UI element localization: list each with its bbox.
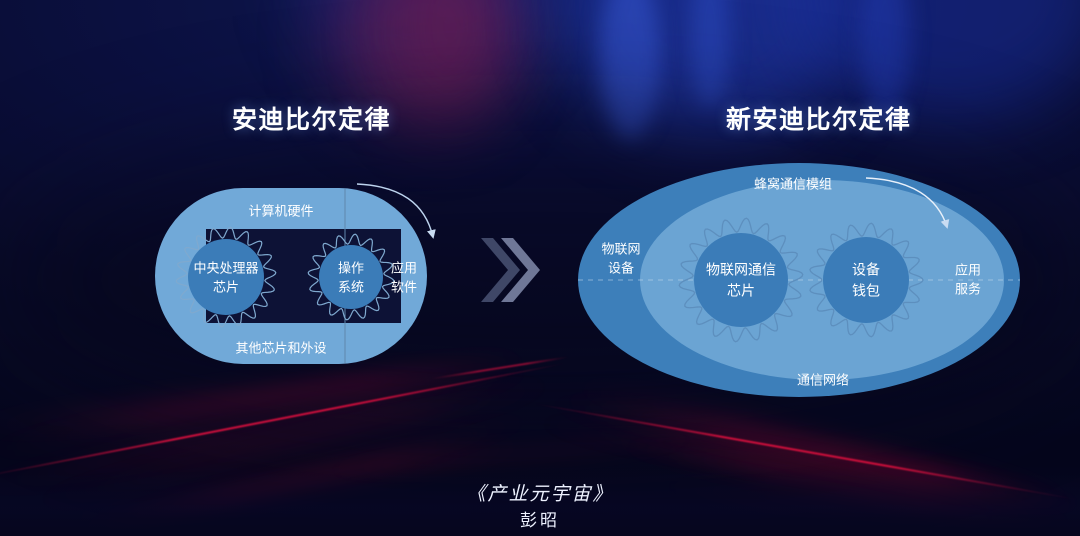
label-cpu-line1: 中央处理器 [193,260,258,275]
caption-author: 彭昭 [520,511,560,530]
label-wallet-line1: 设备 [852,262,880,278]
label-app-service-line2: 服务 [955,281,981,296]
bottom-fade [0,466,1080,536]
label-os-line1: 操作 [338,260,364,275]
label-app-software-line1: 应用 [391,260,417,275]
page-title-right: 新安迪比尔定律 [726,106,912,134]
label-iot-chip-line1: 物联网通信 [706,262,776,278]
label-other-chips: 其他芯片和外设 [235,340,326,355]
label-computer-hardware: 计算机硬件 [248,203,313,218]
label-iot-device-line1: 物联网 [601,241,640,256]
gear-device-wallet [809,222,924,338]
label-app-service-line1: 应用 [955,262,981,277]
gear-iot-chip [678,217,804,343]
gear-os-core [319,245,383,309]
label-iot-device-line2: 设备 [608,260,634,275]
page-title-left: 安迪比尔定律 [232,106,392,134]
gear-wallet-core [823,237,909,323]
double-chevron-right-icon [481,238,540,302]
label-iot-chip-line2: 芯片 [727,283,755,299]
label-wallet-line2: 钱包 [852,283,880,299]
gear-iot-core [694,233,788,327]
label-app-software-line2: 软件 [391,279,417,294]
label-os-line2: 系统 [338,279,364,294]
gear-operating-system [307,233,395,321]
right-flow-arrow-icon [865,177,950,229]
caption-book-title: 《产业元宇宙》 [466,484,614,505]
gear-cpu-core [188,239,264,315]
label-comm-network: 通信网络 [797,372,849,387]
label-cellular-module: 蜂窝通信模组 [754,176,832,191]
left-flow-arrow-icon [356,183,436,239]
blue-streak-1 [600,0,660,140]
gear-cpu-chip [175,226,277,328]
label-cpu-line2: 芯片 [213,279,239,294]
